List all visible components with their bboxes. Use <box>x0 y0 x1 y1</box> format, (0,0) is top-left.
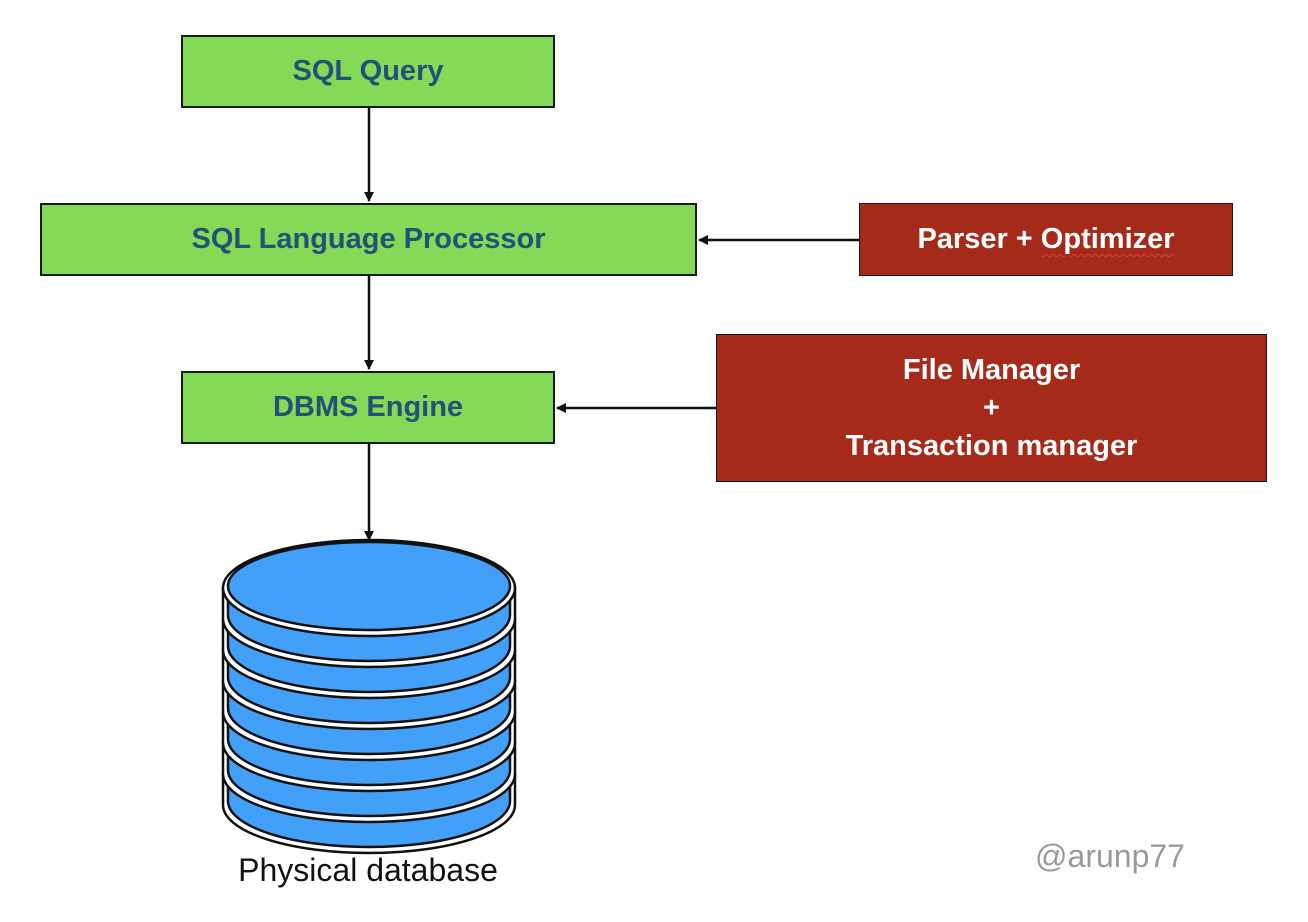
sql-language-processor-box: SQL Language Processor <box>40 203 697 276</box>
sql-query-label: SQL Query <box>292 55 444 87</box>
parser-prefix: Parser + <box>917 223 1041 255</box>
watermark: @arunp77 <box>1035 838 1185 874</box>
transaction-manager-label: Transaction manager <box>845 430 1138 462</box>
file-manager-label: File Manager <box>902 354 1081 386</box>
db-top <box>226 540 512 632</box>
optimizer-word: Optimizer <box>1040 223 1175 255</box>
plus-label: + <box>983 392 1000 424</box>
sql-language-processor-label: SQL Language Processor <box>191 223 546 255</box>
parser-optimizer-label: Parser + Optimizer <box>917 223 1174 256</box>
dbms-engine-label: DBMS Engine <box>272 391 464 423</box>
dbms-engine-box: DBMS Engine <box>181 371 555 444</box>
physical-database-label: Physical database <box>238 852 498 888</box>
file-transaction-manager-box: File Manager + Transaction manager <box>716 334 1267 482</box>
database-cylinder-icon <box>221 538 517 855</box>
parser-optimizer-box: Parser + Optimizer <box>859 203 1233 276</box>
sql-query-box: SQL Query <box>181 35 555 108</box>
